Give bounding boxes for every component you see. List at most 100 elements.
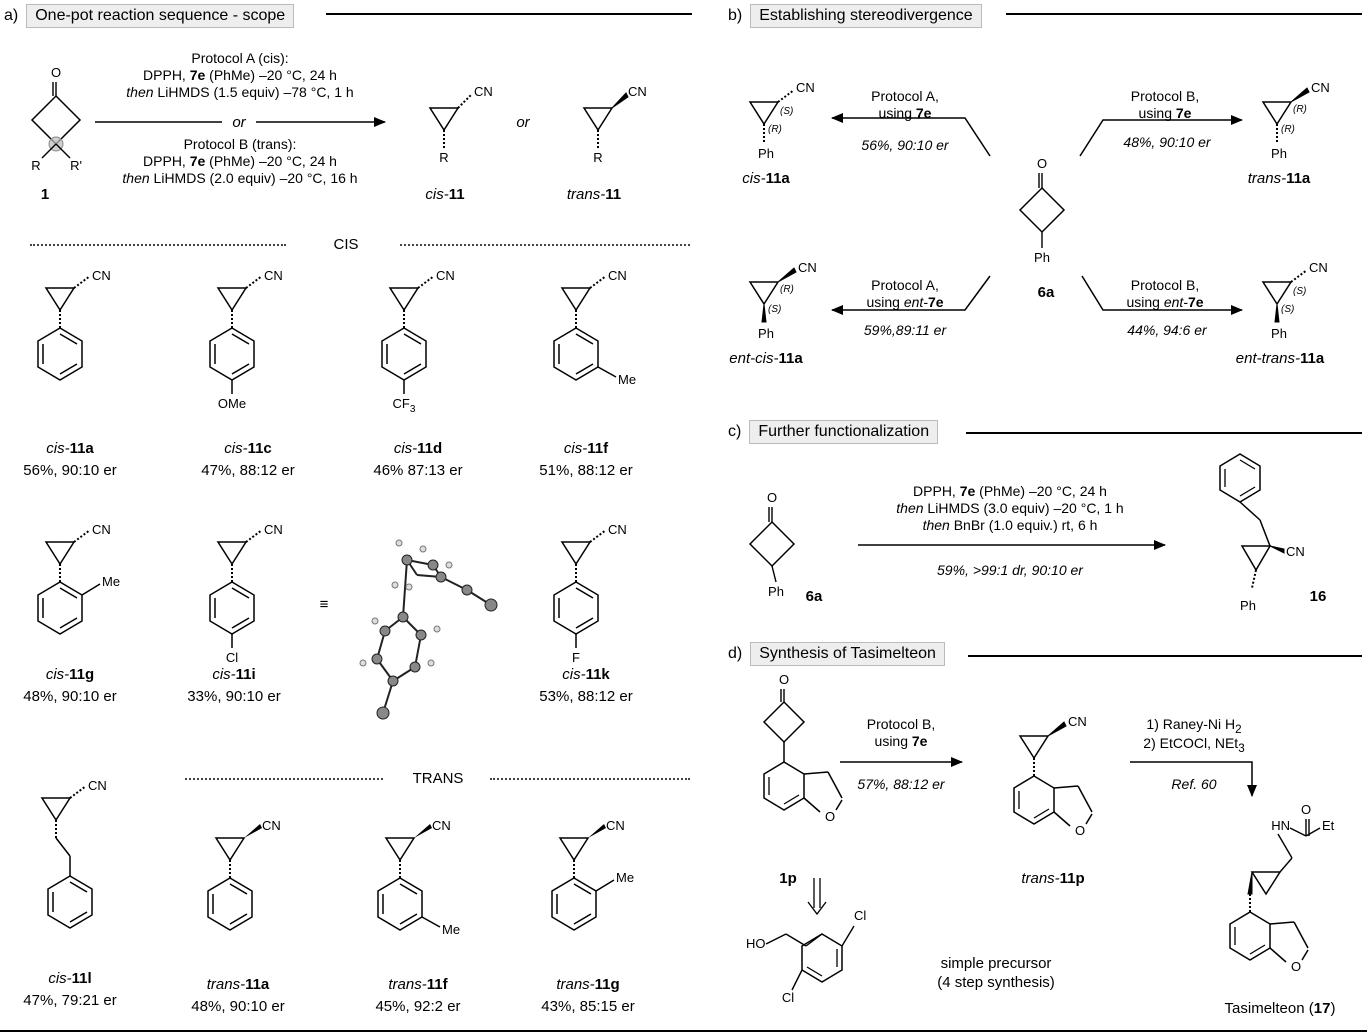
arrow-d-2 bbox=[1130, 761, 1257, 797]
svg-text:O: O bbox=[1037, 156, 1047, 171]
ketone-1p-structure: O O bbox=[762, 672, 843, 824]
tasimelteon-structure: O HN Et O bbox=[1229, 802, 1335, 974]
compound-16-label: 16 bbox=[1309, 588, 1327, 605]
svg-text:CN: CN bbox=[92, 268, 111, 283]
protocol-a-conditions: Protocol A (cis): DPPH, 7e (PhMe) –20 °C… bbox=[110, 50, 370, 101]
svg-text:(S): (S) bbox=[768, 304, 781, 315]
svg-text:CN: CN bbox=[262, 818, 281, 833]
panel-b-arrow-3-conditions: Protocol A,using ent-7e bbox=[866, 277, 944, 310]
or-label-products: or bbox=[516, 114, 530, 131]
protocol-a-title: Protocol A (cis): bbox=[191, 50, 289, 66]
cis-11a-b-structure: CN (S) (R) Ph bbox=[748, 80, 815, 161]
cis-11i-structure: CN Cl bbox=[209, 522, 283, 665]
panel-a-rule bbox=[326, 13, 692, 15]
panel-b-rule bbox=[1006, 13, 1362, 15]
protocol-a-line1: DPPH, 7e (PhMe) –20 °C, 24 h bbox=[143, 67, 337, 83]
arrow-b-2 bbox=[1079, 115, 1243, 157]
trans-11a-b-label: trans-11a bbox=[1247, 170, 1311, 187]
tasimelteon-label: Tasimelteon (17) bbox=[1224, 1000, 1336, 1017]
cis-11k-structure: CN F bbox=[553, 522, 627, 665]
svg-text:Ph: Ph bbox=[1034, 250, 1050, 265]
cis-11-label: cis-11 bbox=[425, 186, 465, 203]
svg-text:Cl: Cl bbox=[782, 990, 794, 1005]
panel-d-step1-conditions: Protocol B,using 7e bbox=[866, 716, 936, 749]
svg-text:CN: CN bbox=[264, 522, 283, 537]
trans-11p-structure: CN O bbox=[1013, 714, 1093, 838]
svg-text:CF3: CF3 bbox=[393, 396, 416, 415]
svg-text:(S): (S) bbox=[780, 106, 793, 117]
svg-text:Ph: Ph bbox=[768, 584, 784, 599]
svg-text:Me: Me bbox=[616, 870, 634, 885]
svg-text:CN: CN bbox=[796, 80, 815, 95]
svg-text:Cl: Cl bbox=[854, 908, 866, 923]
svg-text:R: R bbox=[31, 158, 40, 173]
panel-d-step2-line1: 1) Raney-Ni H2 bbox=[1146, 716, 1242, 736]
svg-text:Me: Me bbox=[618, 372, 636, 387]
trans-header: TRANS bbox=[412, 770, 464, 787]
bottom-rule bbox=[0, 1030, 1367, 1032]
arrow-b-3 bbox=[831, 275, 991, 315]
svg-text:CN: CN bbox=[628, 84, 647, 99]
svg-text:F: F bbox=[572, 650, 580, 665]
precursor-caption: simple precursor(4 step synthesis) bbox=[937, 955, 1055, 991]
ent-cis-11a-label: ent-cis-11a bbox=[729, 350, 803, 367]
panel-d-header: d)Synthesis of Tasimelteon bbox=[728, 642, 945, 666]
svg-text:CN: CN bbox=[92, 522, 111, 537]
panel-b-arrow-1-conditions: Protocol A,using 7e bbox=[871, 88, 939, 121]
svg-text:(S): (S) bbox=[1281, 304, 1294, 315]
panel-c-conditions: DPPH, 7e (PhMe) –20 °C, 24 h then LiHMDS… bbox=[860, 483, 1160, 534]
svg-text:(R): (R) bbox=[768, 124, 782, 135]
cis-11-structure: CN R bbox=[428, 84, 493, 165]
cis-11a-b-label: cis-11a bbox=[742, 170, 790, 187]
protocol-b-conditions: Protocol B (trans): DPPH, 7e (PhMe) –20 … bbox=[110, 136, 370, 187]
trans-11-label: trans-11 bbox=[566, 186, 622, 203]
panel-d-rule bbox=[968, 655, 1362, 657]
cis-11l-structure: CN bbox=[40, 778, 107, 929]
panel-b-arrow-3-result: 59%,89:11 er bbox=[863, 322, 947, 338]
svg-text:(S): (S) bbox=[1293, 286, 1306, 297]
cis-header: CIS bbox=[333, 236, 359, 253]
cis-divider-right bbox=[400, 244, 690, 246]
panel-d-title: Synthesis of Tasimelteon bbox=[750, 642, 945, 666]
svg-text:CN: CN bbox=[798, 260, 817, 275]
trans-divider-right bbox=[490, 778, 690, 780]
svg-text:O: O bbox=[767, 490, 777, 505]
svg-text:Ph: Ph bbox=[1271, 326, 1287, 341]
svg-text:Ph: Ph bbox=[758, 326, 774, 341]
svg-text:R: R bbox=[439, 150, 448, 165]
svg-text:CN: CN bbox=[1309, 260, 1328, 275]
svg-text:Me: Me bbox=[442, 922, 460, 937]
svg-text:CN: CN bbox=[1286, 544, 1305, 559]
svg-text:Ph: Ph bbox=[1271, 146, 1287, 161]
panel-b-header: b)Establishing stereodivergence bbox=[728, 4, 982, 28]
svg-text:O: O bbox=[1301, 802, 1311, 817]
panel-d-step2-line2: 2) EtCOCl, NEt3 bbox=[1143, 734, 1245, 755]
svg-text:CN: CN bbox=[608, 522, 627, 537]
trans-11p-label: trans-11p bbox=[1021, 870, 1085, 887]
svg-text:O: O bbox=[1291, 959, 1301, 974]
panel-a-header: a)One-pot reaction sequence - scope bbox=[4, 4, 295, 28]
svg-text:Cl: Cl bbox=[226, 650, 238, 665]
ketone-1-structure: O R R' bbox=[30, 65, 82, 173]
svg-text:O: O bbox=[51, 65, 61, 80]
panel-b-arrow-4-conditions: Protocol B,using ent-7e bbox=[1126, 277, 1204, 310]
svg-text:CN: CN bbox=[606, 818, 625, 833]
precursor-structure: HO Cl Cl bbox=[746, 908, 866, 1005]
panel-c-result: 59%, >99:1 dr, 90:10 er bbox=[937, 562, 1083, 578]
svg-text:HN: HN bbox=[1271, 818, 1290, 833]
cis-divider-left bbox=[30, 244, 286, 246]
arrow-b-4 bbox=[1081, 275, 1243, 315]
panel-b-title: Establishing stereodivergence bbox=[750, 4, 982, 28]
cis-11a-structure: CN bbox=[37, 268, 111, 381]
